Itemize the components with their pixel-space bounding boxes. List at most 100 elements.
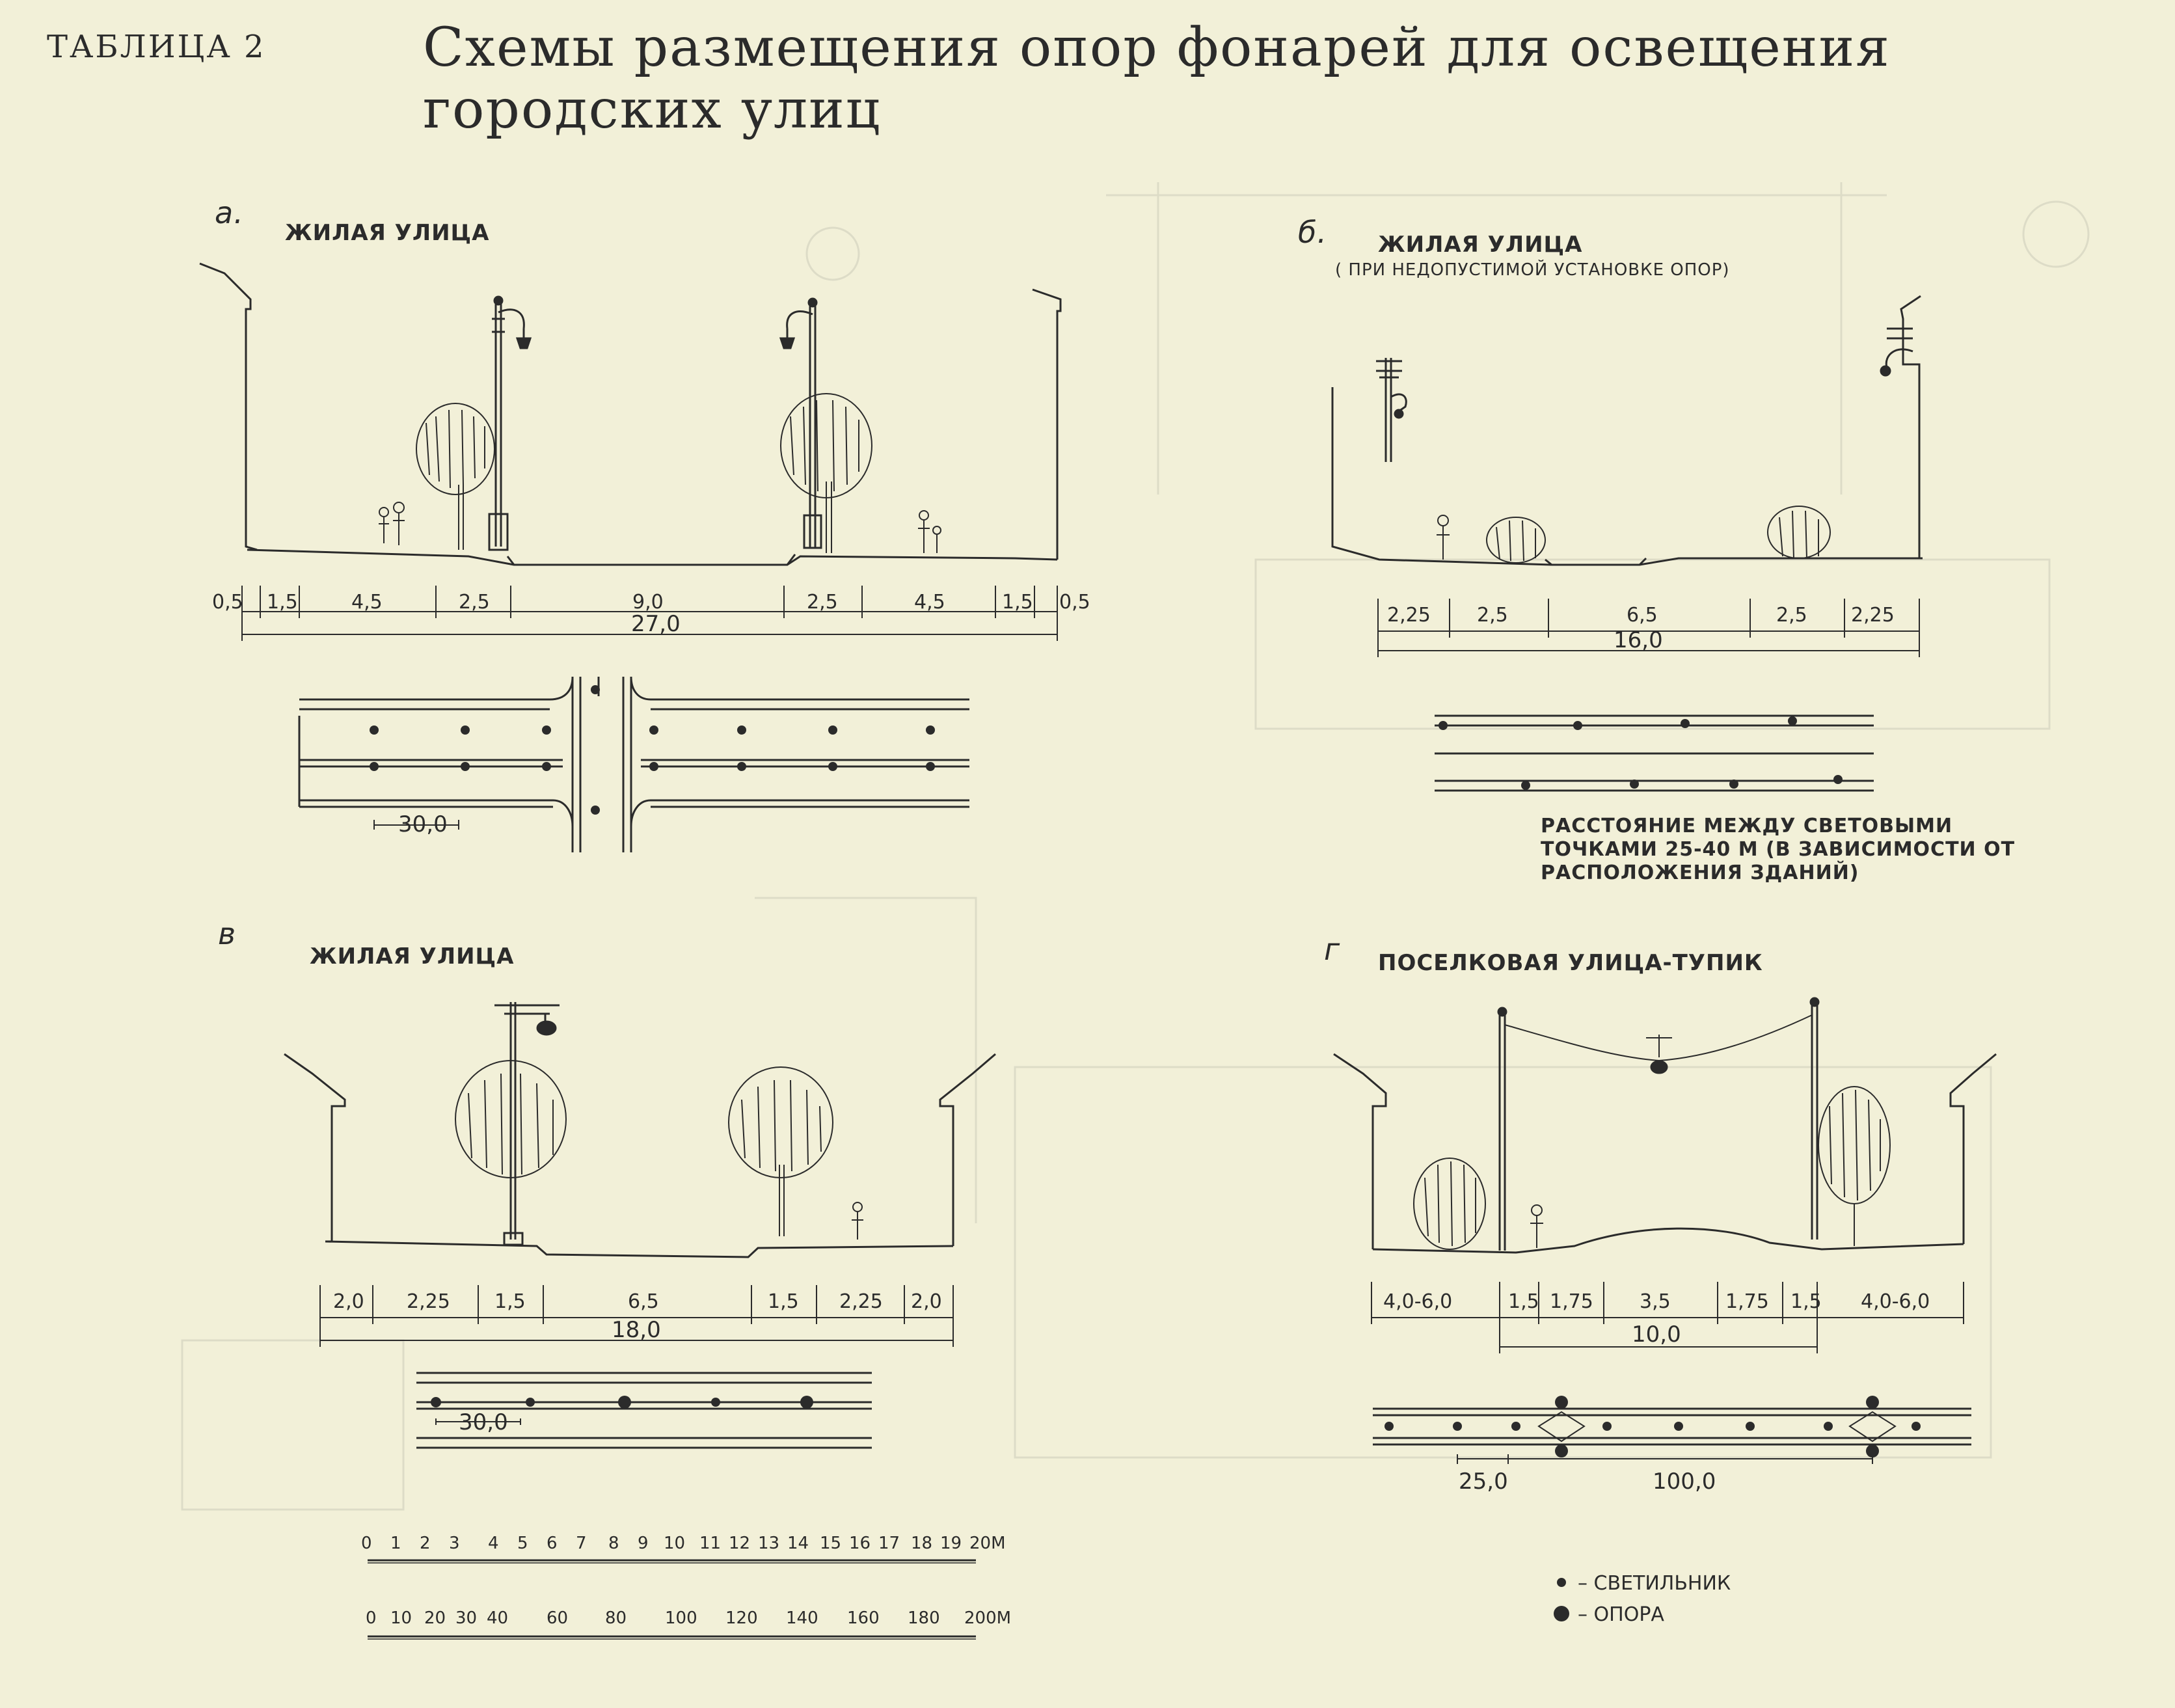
panel-g-poles [1497,997,1820,1251]
panel-a-lamp-left [488,295,532,551]
scale-1-tick: 15 [820,1534,841,1553]
panel-v-title: ЖИЛАЯ УЛИЦА [310,943,515,969]
scale-1-tick: 14 [787,1534,809,1553]
scale-1-tick: 5 [517,1534,528,1553]
scale-bars [368,1559,976,1640]
panel-g-width-7: 4,0-6,0 [1861,1290,1930,1313]
panel-a-width-6: 2,5 [807,591,838,614]
panel-a-spacing: 30,0 [398,811,448,837]
panel-g-width-2: 1,5 [1508,1290,1539,1313]
panel-a-lamp-right [779,297,822,549]
scale-2-tick: 80 [605,1608,627,1628]
panel-b-dimension-chain [1377,599,1920,657]
panel-a-title: ЖИЛАЯ УЛИЦА [285,220,490,246]
panel-v-width-7: 2,0 [911,1290,942,1313]
scale-2-tick: 160 [847,1608,880,1628]
scale-2-tick: 180 [908,1608,940,1628]
panel-b-title: ЖИЛАЯ УЛИЦА [1378,232,1583,258]
panel-b-note: РАССТОЯНИЕ МЕЖДУ СВЕТОВЫМИ ТОЧКАМИ 25-40… [1541,815,2016,884]
panel-b-wall-lamp-left [1376,358,1407,462]
scale-2-tick: 120 [725,1608,758,1628]
scale-1-labels: 0 1 2 3 4 5 6 7 8 9 10 11 12 13 14 15 16… [361,1534,1006,1553]
scale-1-tick: 16 [849,1534,871,1553]
panel-v-width-3: 1,5 [494,1290,526,1313]
panel-a-width-3: 4,5 [351,591,383,614]
scale-1-tick: 7 [576,1534,587,1553]
scale-2-tick: 60 [547,1608,568,1628]
panel-a-width-5: 9,0 [632,591,664,614]
plate-title: Схемы размещения опор фонарей для освеще… [423,17,1891,141]
panel-v-width-1: 2,0 [333,1290,364,1313]
panel-a-people [379,502,941,553]
scale-2-tick: 0 [366,1608,377,1628]
panel-v-width-5: 1,5 [768,1290,799,1313]
panel-v-dimension-chain [319,1285,954,1347]
legend-luminaire-label: – СВЕТИЛЬНИК [1578,1572,1731,1595]
panel-g-width-6: 1,5 [1790,1290,1822,1313]
panel-b-wall-lamp-right [1880,327,1913,377]
scale-1-tick: 6 [547,1534,558,1553]
panel-b-subtitle: ( ПРИ НЕДОПУСТИМОЙ УСТАНОВКЕ ОПОР) [1335,260,1730,280]
panel-g-width-4: 3,5 [1640,1290,1671,1313]
panel-a-tree-right [780,393,872,553]
panel-g-trees [1413,1086,1891,1250]
scale-1-tick: 0 [361,1534,372,1553]
legend-luminaire-icon [1557,1578,1566,1587]
panel-v-width-6: 2,25 [839,1290,883,1313]
scale-2-tick: 10 [390,1608,412,1628]
legend: – СВЕТИЛЬНИК – ОПОРА [1554,1572,1731,1626]
panel-b-width-3: 6,5 [1627,604,1658,627]
scale-1-tick: 10 [664,1534,685,1553]
scale-2-tick: 20 [424,1608,446,1628]
panel-a-letter: а. [215,195,244,230]
panel-a-section [199,262,1062,566]
panel-b-total: 16,0 [1614,627,1663,653]
panel-a-width-8: 1,5 [1002,591,1033,614]
panel-g-letter: г [1324,932,1341,967]
scale-2-tick: 40 [487,1608,508,1628]
panel-a-plan [298,676,969,852]
panel-b-section [1331,295,1923,566]
panel-b-letter: б. [1298,215,1327,250]
panel-g-total: 10,0 [1632,1322,1681,1348]
panel-a-total: 27,0 [631,611,681,637]
scale-1-tick: 8 [608,1534,619,1553]
scale-2-tick: 100 [665,1608,697,1628]
panel-b-plan-lights [1439,716,1843,790]
panel-v-spacing: 30,0 [459,1409,508,1435]
scale-1-tick: 4 [488,1534,499,1553]
panel-b-width-1: 2,25 [1387,604,1431,627]
table-label: ТАБЛИЦА 2 [47,29,266,65]
scale-1-tick: 3 [449,1534,460,1553]
scale-1-tick: 12 [729,1534,750,1553]
panel-b-width-2: 2,5 [1477,604,1508,627]
panel-a-width-9: 0,5 [1059,591,1090,614]
panel-g-width-1: 4,0-6,0 [1383,1290,1452,1313]
panel-g-spacing-small: 25,0 [1459,1469,1508,1495]
scale-1-tick: 19 [940,1534,962,1553]
panel-b-shrubs [1437,506,1831,563]
panel-v-trees [455,1060,863,1240]
scale-1-tick: 9 [638,1534,649,1553]
panel-a-width-7: 4,5 [914,591,945,614]
scale-1-tick: 2 [420,1534,431,1553]
panel-v-section [284,1053,996,1258]
panel-g-section [1333,1053,1997,1254]
scale-1-tick: 17 [878,1534,900,1553]
panel-g-dimension-chain [1371,1282,1964,1353]
scale-1-tick: 11 [699,1534,721,1553]
panel-v-plan-lights [431,1396,813,1409]
panel-v-width-4: 6,5 [628,1290,659,1313]
panel-v-total: 18,0 [612,1317,661,1343]
scale-2-labels: 0 10 20 30 40 60 80 100 120 140 160 180 … [366,1608,1011,1628]
panel-b-width-4: 2,5 [1776,604,1807,627]
panel-g-plan [1373,1407,1971,1464]
panel-a-dimension-chain [241,586,1058,641]
panel-g-width-3: 1,75 [1550,1290,1593,1313]
panel-a-tree-left [416,403,495,550]
legend-pole-label: – ОПОРА [1578,1603,1664,1626]
scale-1-tick: 1 [390,1534,401,1553]
panel-v-lamp [494,1002,560,1246]
